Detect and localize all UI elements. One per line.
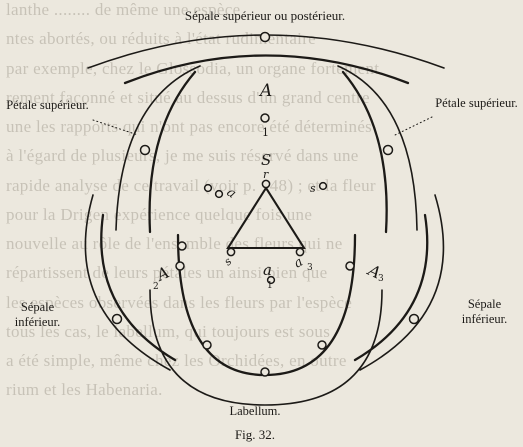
letter-a1-sub: 1 [267,281,273,291]
label-top-sepal: Sépale supérieur ou postérieur. [115,8,415,24]
central-triangle [228,188,304,248]
leader-line-left-petal [93,120,138,135]
right-sepal-bundle [410,315,419,324]
letter-a3: a [292,255,306,272]
column-circle-top [262,180,269,187]
left-petal-inner-arc [150,72,195,232]
staminode-circle-right [320,183,327,190]
letter-s-right: s [310,182,316,195]
column-circle-left [227,248,234,255]
label-left-petal: Pétale supérieur. [0,98,95,113]
top-sepal-inner-arc [125,56,408,84]
letter-a3-sub: 3 [307,263,313,273]
figure-caption: Fig. 32. [210,427,300,443]
label-left-sepal: Sépale inférieur. [0,300,75,330]
right-petal-inner-arc [343,72,387,232]
letter-s-left: s [222,254,235,268]
letter-S: S [261,151,271,169]
label-right-sepal: Sépale inférieur. [446,297,523,327]
right-petal-bundle [384,146,393,155]
staminode-circle-left [205,185,212,192]
left-petal-bundle [141,146,150,155]
letter-a1: a [263,261,272,279]
letter-A1: A [258,81,272,101]
label-labellum: Labellum. [210,404,300,419]
anther-circle-A2 [176,262,184,270]
right-sepal-outer-arc [360,195,443,370]
right-sepal-inner-arc [355,215,427,360]
letter-A2-sub: 2 [153,282,159,292]
letter-A3-sub: 3 [378,274,384,284]
letter-r: r [263,168,269,181]
right-petal-outer-arc [338,66,417,230]
letter-a2: a [224,185,239,202]
labellum-inner-arc [178,235,355,375]
left-sepal-inner-arc [101,215,175,360]
labellum-bundle-left [203,341,211,349]
label-right-petal: Pétale supérieur. [430,96,523,111]
labellum-bundle-top [178,242,186,250]
letter-A1-sub: 1 [262,126,269,139]
labellum-bundle-right [318,341,326,349]
top-sepal-bundle [261,33,270,42]
staminode-circle-left-2 [216,191,223,198]
left-sepal-bundle [113,315,122,324]
labellum-bundle-center [261,368,269,376]
anther-circle-A1 [261,114,269,122]
anther-circle-A3 [346,262,354,270]
